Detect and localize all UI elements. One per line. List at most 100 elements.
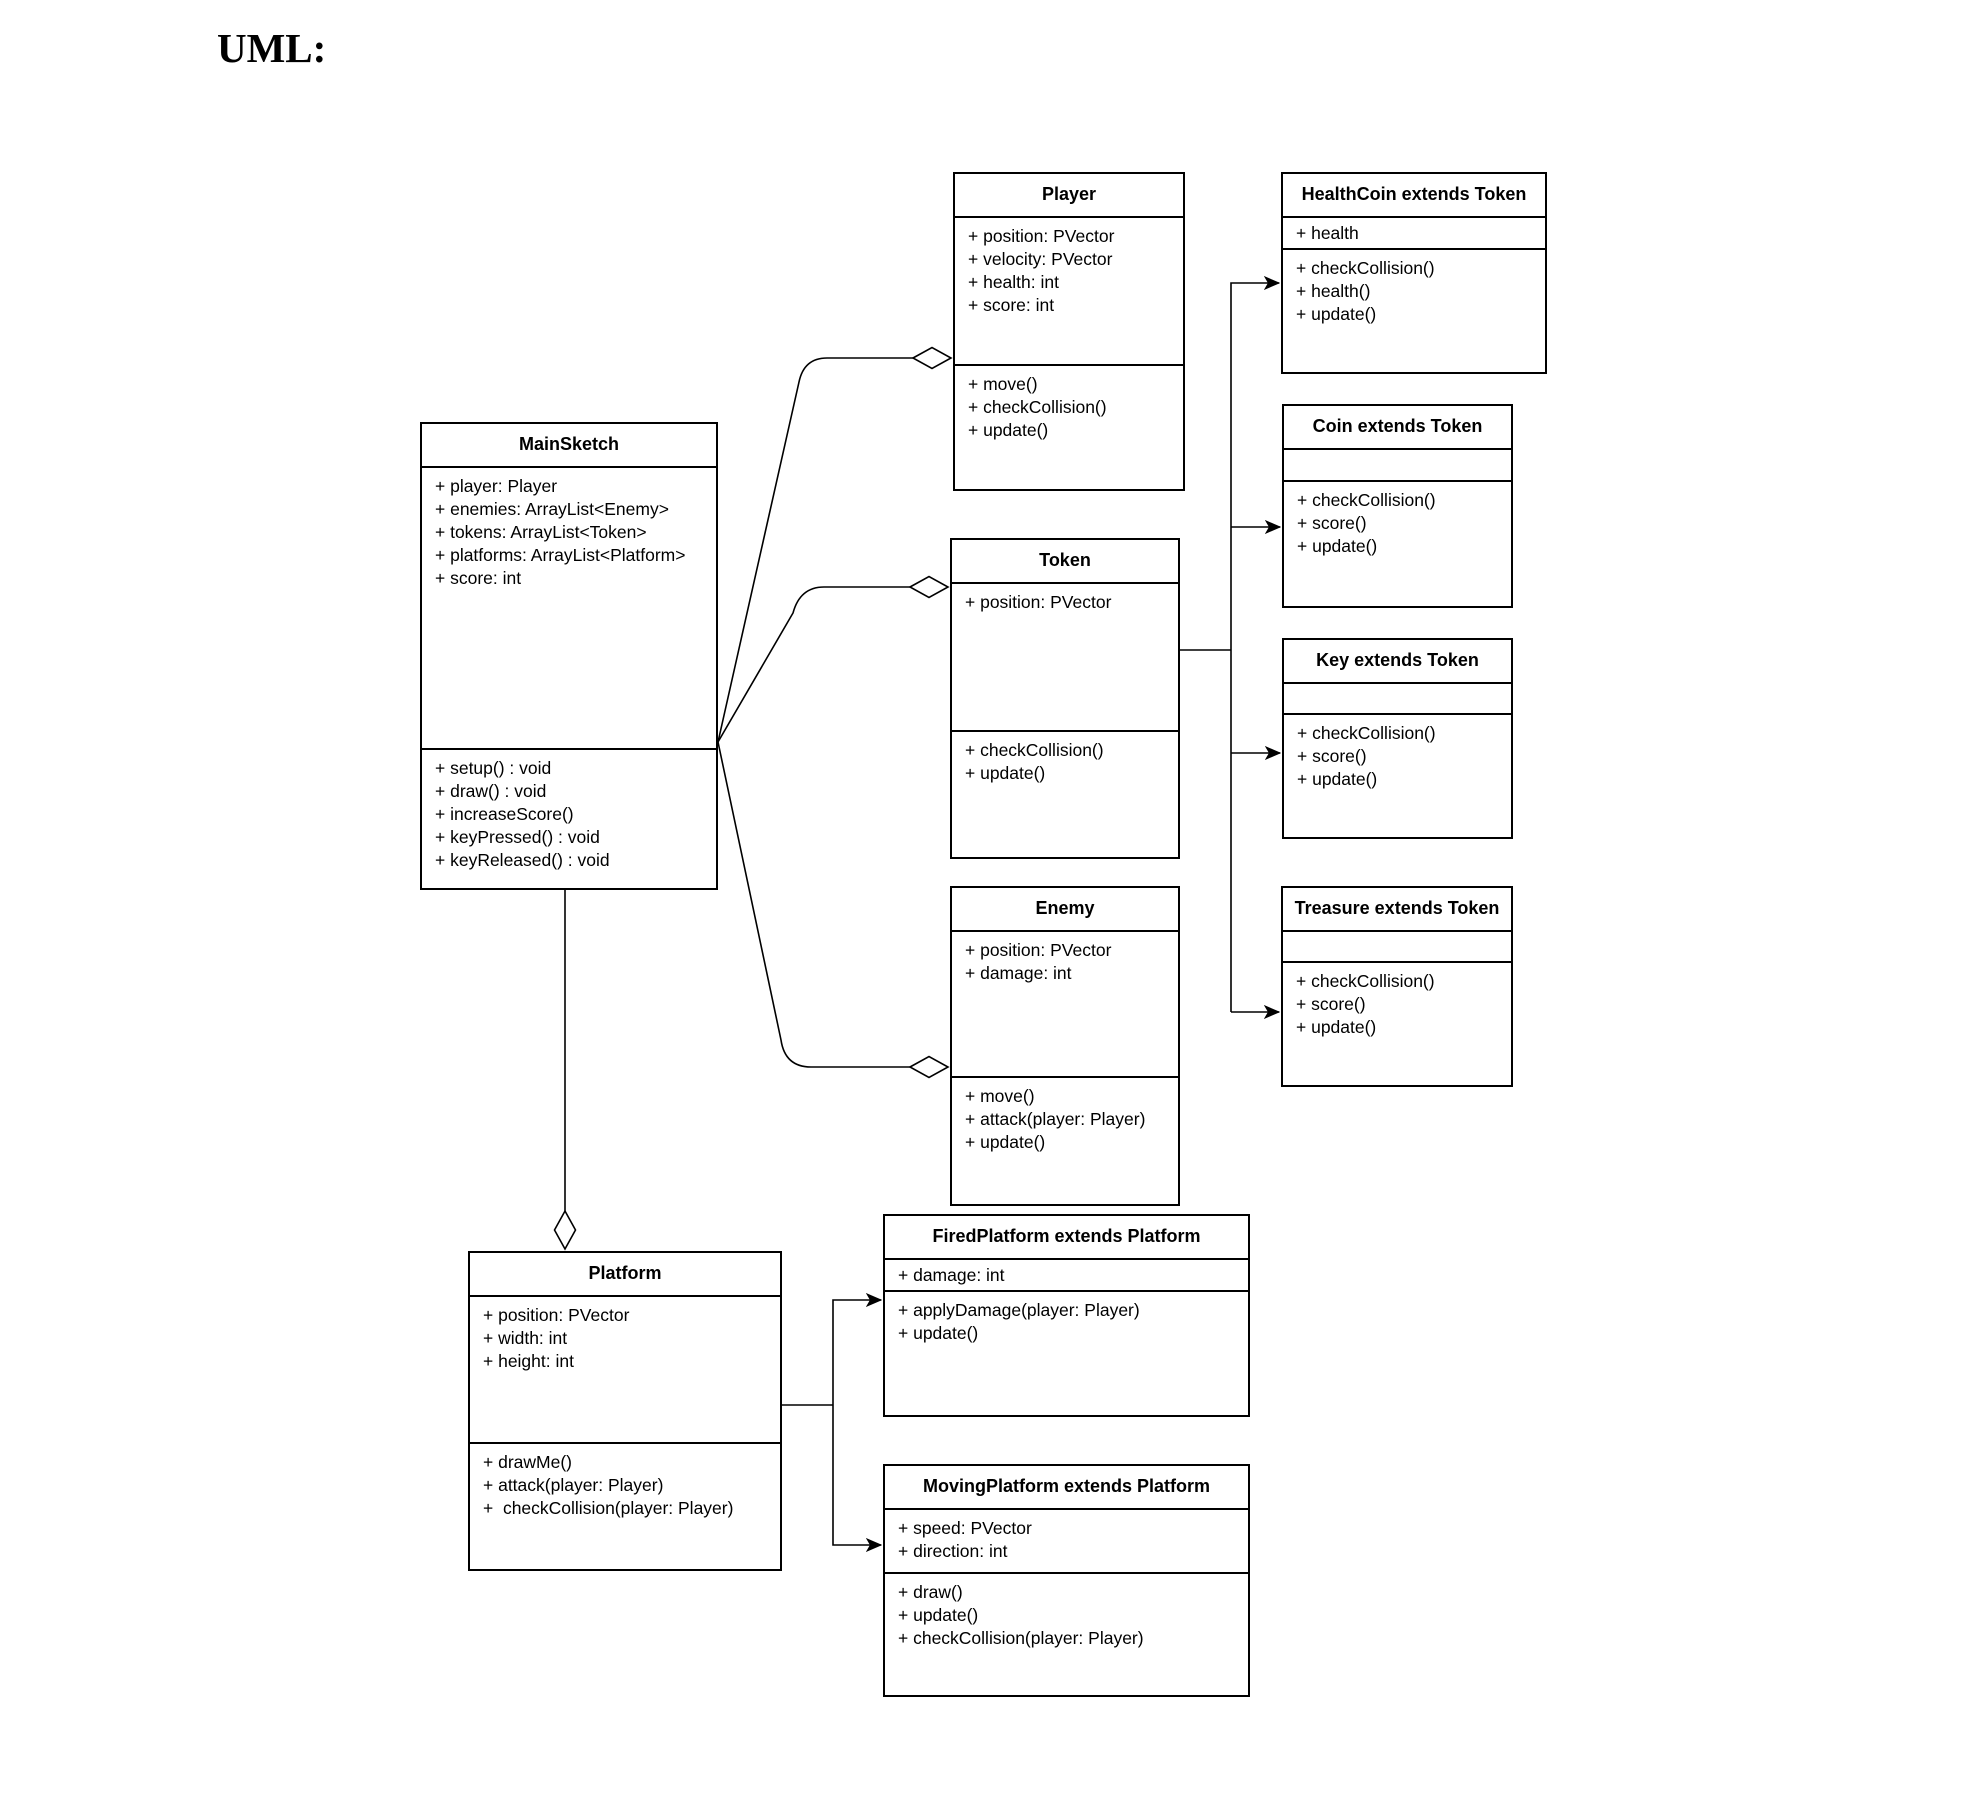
- member-line: + checkCollision(): [1296, 258, 1435, 278]
- class-name-coin: Coin extends Token: [1312, 416, 1483, 436]
- member-line: + update(): [898, 1323, 979, 1343]
- class-healthcoin: HealthCoin extends Token + health + chec…: [1281, 172, 1547, 374]
- class-name-token: Token: [1039, 550, 1091, 570]
- class-mainsketch: MainSketch + player: Player+ enemies: Ar…: [420, 422, 718, 890]
- class-name-healthcoin: HealthCoin extends Token: [1301, 184, 1527, 204]
- member-line: + position: PVector: [483, 1305, 630, 1325]
- member-line: + speed: PVector: [898, 1518, 1032, 1538]
- class-name-platform: Platform: [588, 1263, 662, 1283]
- member-line: + health(): [1296, 281, 1371, 301]
- class-name-enemy: Enemy: [1035, 898, 1095, 918]
- methods-section-platform: + drawMe() + attack(player: Player) + chec…: [470, 1442, 780, 1569]
- member-line: + draw() : void: [435, 781, 547, 801]
- class-coin: Coin extends Token + checkCollision() + s…: [1282, 404, 1513, 608]
- aggregation-edge-mainsketch-enemy: [717, 741, 950, 1079]
- member-line: + enemies: ArrayList<Enemy>: [435, 499, 669, 519]
- class-name-movingplatform: MovingPlatform extends Platform: [922, 1476, 1211, 1496]
- member-line: + checkCollision(): [1297, 490, 1436, 510]
- member-line: + velocity: PVector: [968, 249, 1113, 269]
- member-line: + update(): [1296, 304, 1377, 324]
- member-line: + checkCollision(): [965, 740, 1104, 760]
- member-line: + health: [1296, 223, 1359, 243]
- member-line: + height: int: [483, 1351, 574, 1371]
- member-line: + setup() : void: [435, 758, 552, 778]
- member-line: + tokens: ArrayList<Token>: [435, 522, 647, 542]
- class-token: Token + position: PVector + checkCollisi…: [950, 538, 1180, 859]
- aggregation-edge-mainsketch-player: [717, 346, 953, 743]
- class-name-player: Player: [1041, 184, 1097, 204]
- member-line: + health: int: [968, 272, 1059, 292]
- class-name-firedplatform: FiredPlatform extends Platform: [932, 1226, 1201, 1246]
- member-line: + checkCollision(player: Player): [483, 1498, 734, 1518]
- methods-section-firedplatform: + applyDamage(player: Player) + update(): [885, 1290, 1248, 1415]
- member-line: + checkCollision(): [968, 397, 1107, 417]
- member-line: + keyPressed() : void: [435, 827, 600, 847]
- class-platform: Platform + position: PVector + width: int…: [468, 1251, 782, 1571]
- member-line: + score(): [1297, 746, 1367, 766]
- attributes-section-mainsketch: + player: Player+ enemies: ArrayList<Ene…: [422, 466, 716, 748]
- attributes-section-healthcoin: + health: [1283, 216, 1545, 248]
- class-key: Key extends Token + checkCollision() + sc…: [1282, 638, 1513, 839]
- methods-section-treasure: + checkCollision() + score() + update(): [1283, 961, 1511, 1085]
- page-title: UML:: [217, 25, 327, 71]
- methods-section-token: + checkCollision() + update(): [952, 730, 1178, 857]
- attributes-section-token: + position: PVector: [952, 582, 1178, 730]
- member-line: + move(): [968, 374, 1038, 394]
- class-movingplatform: MovingPlatform extends Platform + speed:…: [883, 1464, 1250, 1697]
- member-line: + applyDamage(player: Player): [898, 1300, 1140, 1320]
- member-line: + checkCollision(): [1297, 723, 1436, 743]
- attributes-section-firedplatform: + damage: int: [885, 1258, 1248, 1290]
- inheritance-edge-token-healthcoin: [1230, 283, 1279, 1012]
- class-player: Player + position: PVector + velocity: PV…: [953, 172, 1185, 491]
- member-line: + damage: int: [898, 1265, 1005, 1285]
- member-line: + update(): [965, 1132, 1046, 1152]
- member-line: + update(): [968, 420, 1049, 440]
- member-line: + score: int: [968, 295, 1055, 315]
- class-name-key: Key extends Token: [1316, 650, 1479, 670]
- methods-section-key: + checkCollision() + score() + update(): [1284, 713, 1511, 837]
- member-line: + update(): [1297, 769, 1378, 789]
- methods-section-enemy: + move() + attack(player: Player) + update…: [952, 1076, 1178, 1204]
- member-line: + position: PVector: [968, 226, 1115, 246]
- methods-section-healthcoin: + checkCollision() + health() + update(): [1283, 248, 1545, 372]
- member-line: + draw(): [898, 1582, 963, 1602]
- member-line: + increaseScore(): [435, 804, 574, 824]
- member-line: + score(): [1296, 994, 1366, 1014]
- class-name-mainsketch: MainSketch: [518, 434, 620, 454]
- member-line: + attack(player: Player): [965, 1109, 1146, 1129]
- attributes-section-movingplatform: + speed: PVector+ direction: int: [885, 1508, 1248, 1572]
- member-line: + update(): [1296, 1017, 1377, 1037]
- methods-section-movingplatform: + draw() + update() + checkCollision(playe…: [885, 1572, 1248, 1695]
- member-line: + update(): [965, 763, 1046, 783]
- attributes-section-player: + position: PVector + velocity: PVector + …: [955, 216, 1183, 364]
- class-firedplatform: FiredPlatform extends Platform + damage:…: [883, 1214, 1250, 1417]
- member-line: + attack(player: Player): [483, 1475, 664, 1495]
- member-line: + drawMe(): [483, 1452, 572, 1472]
- attributes-section-coin: [1284, 448, 1511, 480]
- methods-section-player: + move() + checkCollision() + update(): [955, 364, 1183, 489]
- inheritance-edge-platform-movingplatform: [832, 1405, 881, 1545]
- attributes-section-platform: + position: PVector + width: int + height:…: [470, 1295, 780, 1442]
- member-line: + score: int: [435, 568, 522, 588]
- aggregation-edge-mainsketch-token: [717, 575, 950, 743]
- member-line: + score(): [1297, 513, 1367, 533]
- member-line: + platforms: ArrayList<Platform>: [435, 545, 686, 565]
- class-treasure: Treasure extends Token + checkCollision(…: [1281, 886, 1513, 1087]
- member-line: + damage: int: [965, 963, 1072, 983]
- member-line: + width: int: [483, 1328, 568, 1348]
- attributes-section-enemy: + position: PVector + damage: int: [952, 930, 1178, 1076]
- class-name-treasure: Treasure extends Token: [1294, 898, 1500, 918]
- methods-section-coin: + checkCollision() + score() + update(): [1284, 480, 1511, 606]
- member-line: + update(): [898, 1605, 979, 1625]
- attributes-section-treasure: [1283, 930, 1511, 961]
- member-line: + checkCollision(player: Player): [898, 1628, 1144, 1648]
- member-line: + position: PVector: [965, 940, 1112, 960]
- member-line: + update(): [1297, 536, 1378, 556]
- methods-section-mainsketch: + setup() : void + draw() : void + increas…: [422, 748, 716, 888]
- attributes-section-key: [1284, 682, 1511, 713]
- member-line: + move(): [965, 1086, 1035, 1106]
- member-line: + keyReleased() : void: [435, 850, 610, 870]
- member-line: + checkCollision(): [1296, 971, 1435, 991]
- class-enemy: Enemy + position: PVector + damage: int +…: [950, 886, 1180, 1206]
